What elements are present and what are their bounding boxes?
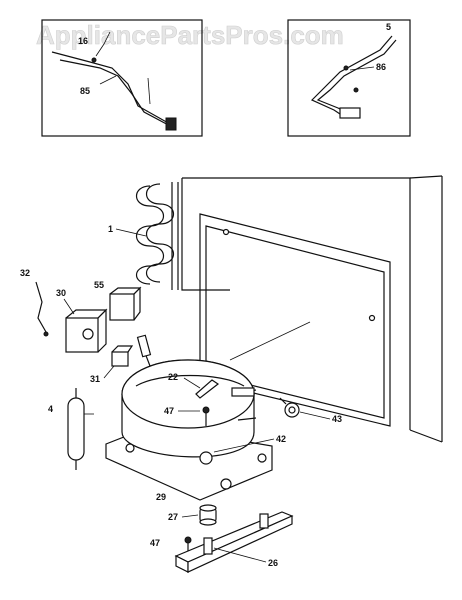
callout-47-upper: 47 xyxy=(164,406,174,416)
part-cover-55 xyxy=(109,286,142,321)
part-relay-30 xyxy=(65,308,108,353)
part-grommet-27 xyxy=(199,504,217,526)
part-clamp-43 xyxy=(279,397,300,418)
callout-47-lower: 47 xyxy=(150,538,160,548)
part-base-rail-26 xyxy=(174,511,294,573)
part-clip-31 xyxy=(111,345,134,367)
cabinet-outline xyxy=(181,175,443,443)
callout-43: 43 xyxy=(332,414,342,424)
callout-27: 27 xyxy=(168,512,178,522)
part-clip-22 xyxy=(195,379,220,399)
watermark: AppliancePartsPros.com xyxy=(36,20,344,50)
part-wire-32 xyxy=(35,281,49,337)
part-drier-4 xyxy=(67,388,94,470)
condenser-coil xyxy=(135,182,179,290)
callout-42: 42 xyxy=(276,434,286,444)
part-screw-47-upper xyxy=(202,406,210,426)
callout-16: 16 xyxy=(78,36,88,46)
part-screw-47-lower xyxy=(184,536,192,552)
callout-5: 5 xyxy=(386,22,391,32)
callout-55: 55 xyxy=(94,280,104,290)
inset-wire-harness xyxy=(41,19,203,137)
callout-1: 1 xyxy=(108,224,113,234)
inset-tubing xyxy=(287,19,411,137)
callout-22: 22 xyxy=(168,372,178,382)
callout-29: 29 xyxy=(156,492,166,502)
part-compressor-29 xyxy=(105,334,273,501)
callout-26: 26 xyxy=(268,558,278,568)
callout-4: 4 xyxy=(48,404,53,414)
callout-31: 31 xyxy=(90,374,100,384)
callout-32: 32 xyxy=(20,268,30,278)
callout-85: 85 xyxy=(80,86,90,96)
callout-86: 86 xyxy=(376,62,386,72)
callout-30: 30 xyxy=(56,288,66,298)
